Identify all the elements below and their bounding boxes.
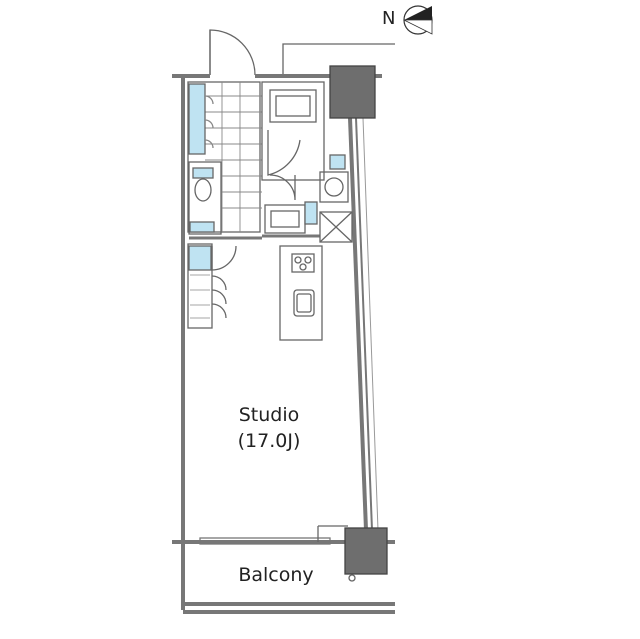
closet bbox=[187, 243, 213, 329]
bathtub bbox=[269, 89, 317, 123]
toilet-cistern bbox=[192, 167, 214, 179]
outer-walls bbox=[172, 74, 395, 614]
kitchen-counter bbox=[279, 245, 323, 341]
facade-wall bbox=[348, 117, 379, 531]
column-top bbox=[329, 65, 376, 119]
balcony-label: Balcony bbox=[238, 564, 314, 586]
studio-room-label: Studio (17.0J) bbox=[224, 402, 314, 454]
compass-label: N bbox=[382, 8, 396, 29]
entrance-door bbox=[209, 29, 256, 76]
north-arrow-icon bbox=[403, 5, 433, 35]
shoe-cabinet bbox=[188, 83, 206, 155]
column-bottom bbox=[344, 527, 388, 575]
studio-name: Studio bbox=[238, 404, 300, 426]
studio-size: (17.0J) bbox=[237, 430, 301, 452]
pipe-shaft bbox=[319, 211, 353, 243]
kitchen-sink bbox=[293, 289, 315, 317]
balcony-window bbox=[199, 537, 331, 545]
toilet-bowl bbox=[194, 178, 212, 202]
toilet-sink bbox=[189, 221, 215, 233]
drain-icon bbox=[348, 574, 356, 582]
washing-machine bbox=[319, 171, 349, 203]
bathroom bbox=[261, 81, 325, 181]
washbasin-blue bbox=[329, 154, 346, 170]
cooktop bbox=[291, 253, 315, 273]
toilet-room bbox=[188, 161, 222, 235]
